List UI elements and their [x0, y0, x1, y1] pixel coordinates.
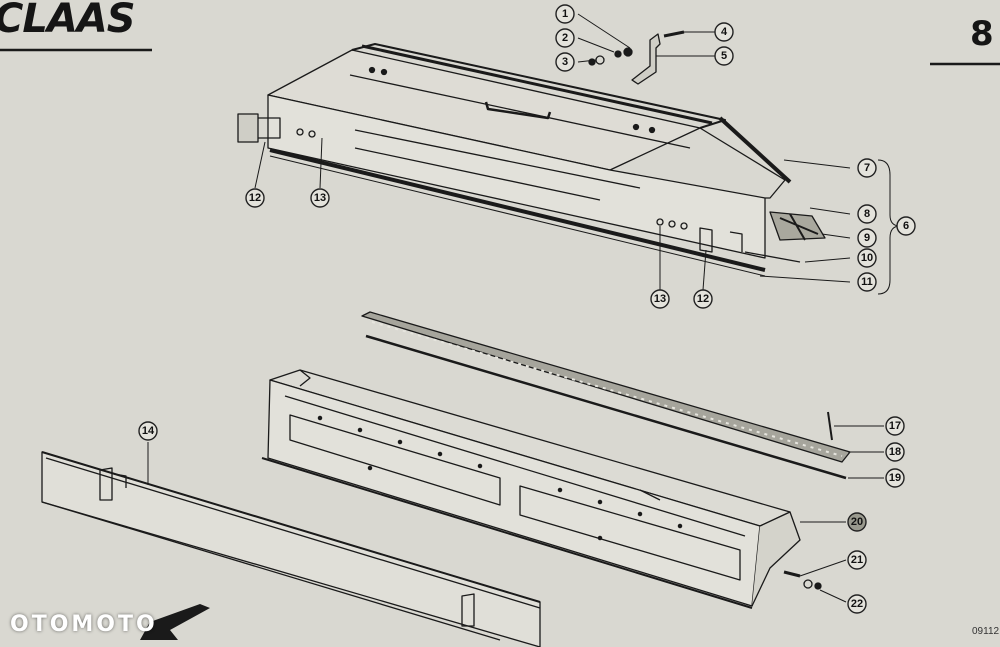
callout-11[interactable]: 11: [857, 272, 877, 292]
lower-fasteners: [783, 411, 833, 590]
side-panel: [41, 451, 541, 647]
svg-text:8: 8: [864, 208, 870, 220]
callout-6[interactable]: 6: [896, 216, 916, 236]
svg-text:12: 12: [697, 293, 709, 305]
svg-text:17: 17: [889, 420, 901, 432]
callout-9[interactable]: 9: [857, 228, 877, 248]
callout-20[interactable]: 20: [847, 512, 867, 532]
callout-5[interactable]: 5: [714, 46, 734, 66]
callout-22[interactable]: 22: [847, 594, 867, 614]
svg-text:20: 20: [851, 516, 863, 528]
svg-text:10: 10: [861, 252, 873, 264]
svg-text:4: 4: [721, 26, 728, 38]
svg-text:13: 13: [314, 192, 326, 204]
leader-lines-upper: [254, 13, 901, 295]
lower-frame: [261, 369, 801, 609]
document-code: 09112: [972, 626, 1000, 637]
fastener-parts: [588, 30, 685, 85]
callout-4[interactable]: 4: [714, 22, 734, 42]
callout-18[interactable]: 18: [885, 442, 905, 462]
svg-text:1: 1: [562, 8, 568, 20]
svg-text:18: 18: [889, 446, 901, 458]
callout-19[interactable]: 19: [885, 468, 905, 488]
svg-text:2: 2: [562, 32, 568, 44]
svg-text:9: 9: [864, 232, 870, 244]
callout-12-left[interactable]: 12: [245, 188, 265, 208]
page-number: 8: [970, 14, 994, 54]
callout-17[interactable]: 17: [885, 416, 905, 436]
svg-text:13: 13: [654, 293, 666, 305]
svg-text:19: 19: [889, 472, 901, 484]
leader-lines-lower: [147, 425, 884, 603]
svg-text:21: 21: [851, 554, 863, 566]
callout-2[interactable]: 2: [555, 28, 575, 48]
brand-logo: CLAAS: [0, 0, 136, 42]
svg-text:7: 7: [864, 162, 870, 174]
callout-10[interactable]: 10: [857, 248, 877, 268]
svg-text:22: 22: [851, 598, 863, 610]
svg-text:6: 6: [903, 220, 909, 232]
callout-14[interactable]: 14: [138, 421, 158, 441]
callout-7[interactable]: 7: [857, 158, 877, 178]
callout-1[interactable]: 1: [555, 4, 575, 24]
svg-text:12: 12: [249, 192, 261, 204]
svg-text:14: 14: [142, 425, 155, 437]
callout-8[interactable]: 8: [857, 204, 877, 224]
svg-text:5: 5: [721, 50, 727, 62]
upper-beam-assembly: [237, 43, 826, 277]
svg-text:3: 3: [562, 56, 568, 68]
callout-21[interactable]: 21: [847, 550, 867, 570]
svg-text:11: 11: [861, 276, 873, 288]
callout-12-right[interactable]: 12: [693, 289, 713, 309]
callout-13-right[interactable]: 13: [650, 289, 670, 309]
callout-3[interactable]: 3: [555, 52, 575, 72]
callout-13-left[interactable]: 13: [310, 188, 330, 208]
direction-arrow-icon: [140, 604, 210, 640]
watermark-logo: OTOMOTO: [10, 612, 158, 637]
